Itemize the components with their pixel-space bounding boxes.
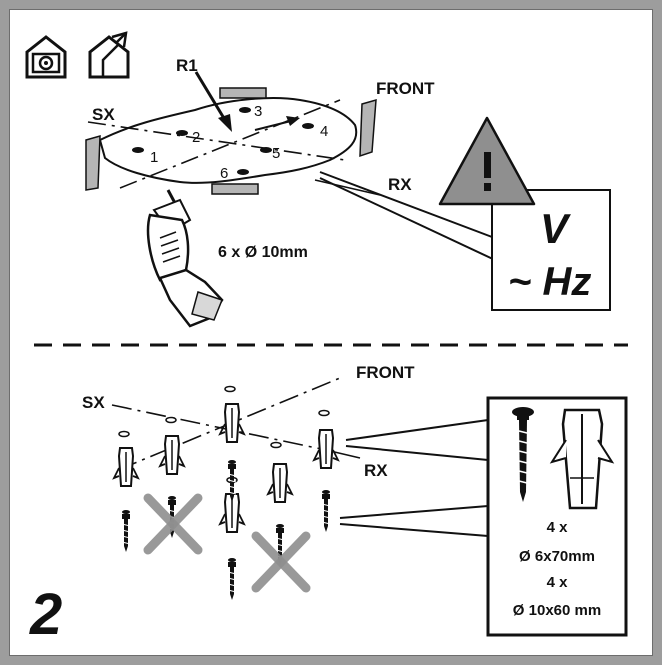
label-rx-bottom: RX — [364, 461, 388, 480]
screw-icon — [512, 407, 534, 502]
label-rx-top: RX — [388, 175, 412, 194]
hole-number-5: 5 — [272, 145, 281, 162]
mounting-plate — [85, 87, 381, 196]
hole-number-2: 2 — [192, 129, 201, 146]
wall-plugs — [113, 403, 339, 533]
spec-screw-qty: 4 x — [546, 519, 568, 536]
hole-number-4: 4 — [320, 123, 329, 140]
label-front-bottom: FRONT — [356, 363, 415, 382]
label-sx-top: SX — [92, 105, 115, 124]
warning-voltage: V — [540, 205, 569, 252]
r1-pointer-arrow — [194, 71, 232, 132]
hood-ducted-icon — [25, 35, 67, 79]
spec-box — [486, 396, 628, 637]
step-number: 2 — [30, 582, 63, 647]
label-sx-bottom: SX — [82, 393, 105, 412]
spec-callout-lines — [339, 419, 489, 537]
hole-number-6: 6 — [220, 165, 229, 182]
cross-out-icon — [143, 493, 311, 593]
spec-plug-qty: 4 x — [546, 574, 568, 591]
label-front-top: FRONT — [376, 79, 435, 98]
spec-screw-size: Ø 6x70mm — [519, 548, 595, 565]
warning-triangle-icon — [438, 116, 536, 206]
hole-number-1: 1 — [150, 149, 159, 166]
wall-plug-icon — [549, 408, 615, 510]
spec-plug-size: Ø 10x60 mm — [512, 602, 602, 619]
diagram-inner-border — [9, 9, 653, 656]
warning-frequency: ~ Hz — [508, 260, 592, 304]
hood-recirculating-icon — [88, 31, 130, 79]
drill-spec: 6 x Ø 10mm — [218, 244, 308, 261]
label-r1: R1 — [176, 56, 198, 75]
warning-voltage-callout — [319, 171, 611, 311]
hole-number-3: 3 — [254, 103, 263, 120]
drill-icon — [146, 189, 224, 328]
